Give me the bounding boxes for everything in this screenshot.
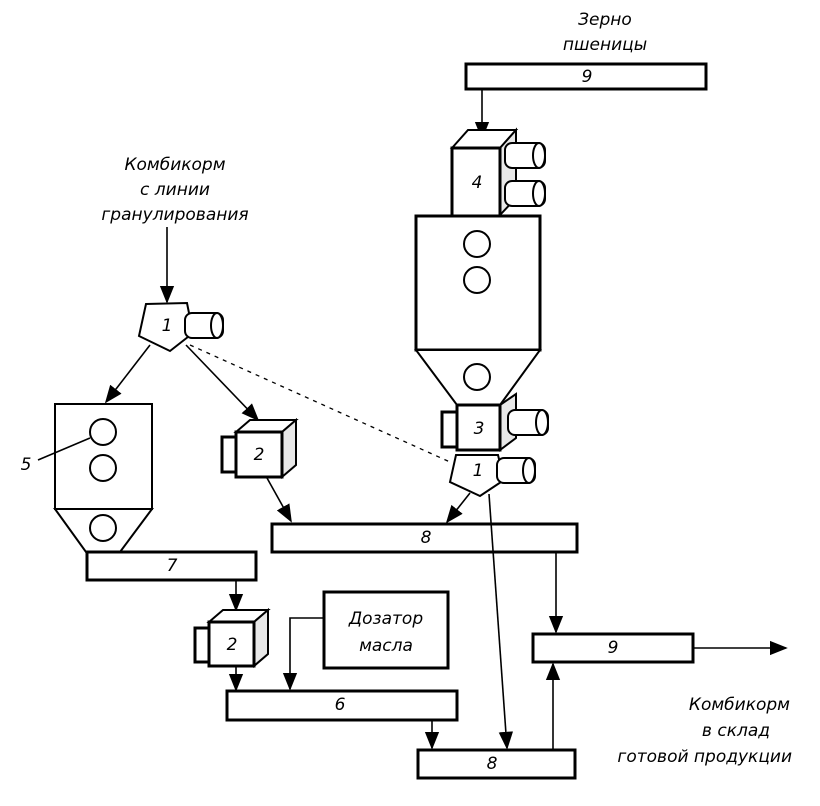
svg-text:2: 2 [254, 445, 265, 465]
unit-1-right: 1 [448, 454, 536, 498]
wheat-grain-caption-1: Зерно [578, 10, 632, 30]
svg-text:9: 9 [608, 638, 619, 658]
oil-doser: Дозатор масла [322, 590, 450, 670]
arrow [445, 492, 471, 524]
motor-icon [504, 142, 546, 207]
svg-text:Дозатор: Дозатор [348, 609, 423, 629]
conveyor-9-right: 9 [531, 632, 695, 664]
bin-5: 5 [21, 403, 154, 553]
svg-text:2: 2 [227, 635, 238, 655]
conveyor-6: 6 [225, 689, 459, 722]
svg-text:1: 1 [162, 316, 173, 336]
feed-caption-2: с линии [140, 180, 210, 200]
dotted-link [189, 344, 451, 463]
svg-text:4: 4 [472, 173, 483, 193]
svg-text:6: 6 [335, 695, 346, 715]
arrow [282, 617, 324, 691]
arrow [185, 344, 260, 422]
main-hopper [414, 214, 542, 406]
output-caption-2: в склад [702, 721, 770, 741]
svg-text:1: 1 [473, 461, 484, 481]
conveyor-7: 7 [85, 550, 258, 582]
svg-text:8: 8 [421, 528, 432, 548]
unit-2-lower: 2 [193, 607, 271, 669]
svg-text:9: 9 [582, 67, 593, 87]
svg-text:3: 3 [474, 419, 485, 439]
output-caption-1: Комбикорм [689, 695, 790, 715]
arrow [266, 477, 292, 523]
svg-text:8: 8 [487, 754, 498, 774]
unit-3: 3 [440, 392, 549, 452]
unit-1-left: 1 [137, 301, 224, 353]
conveyor-8-upper: 8 [270, 522, 579, 554]
feed-caption-1: Комбикорм [124, 155, 225, 175]
svg-text:7: 7 [167, 556, 178, 576]
output-caption-3: готовой продукции [617, 747, 792, 767]
unit-4: 4 [449, 127, 546, 218]
unit-2-upper: 2 [220, 417, 299, 480]
wheat-grain-caption-2: пшеницы [563, 35, 647, 55]
conveyor-9-top: 9 [464, 62, 708, 91]
arrow [104, 344, 151, 404]
svg-text:5: 5 [21, 455, 32, 475]
feed-caption-3: гранулирования [101, 205, 248, 225]
svg-text:масла: масла [359, 636, 413, 656]
arrow [488, 493, 514, 750]
conveyor-8-lower: 8 [416, 748, 577, 780]
